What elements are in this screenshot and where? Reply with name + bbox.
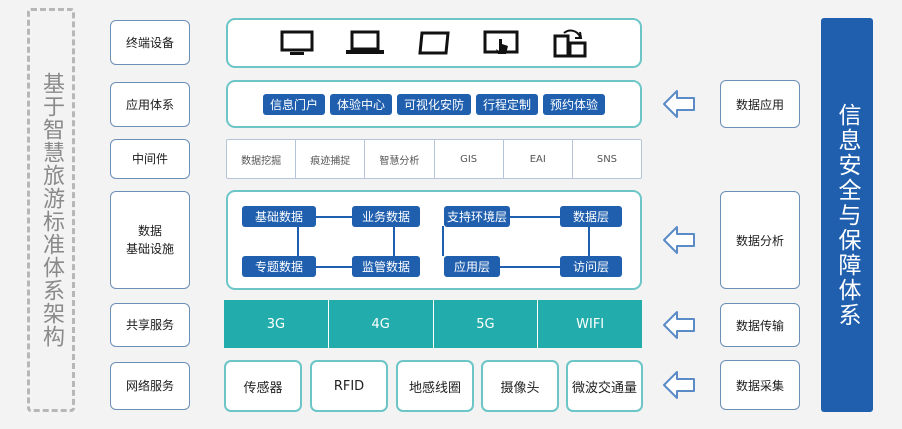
security-bar: 信息安全与保障体系 (821, 18, 873, 412)
node-support-env-layer: 支持环境层 (444, 206, 510, 227)
applications-row: 信息门户 体验中心 可视化安防 行程定制 预约体验 (226, 80, 642, 128)
sharing-item: 5G (434, 300, 539, 348)
category-data-infra-line2: 基础设施 (125, 242, 174, 256)
tablet-icon (417, 30, 451, 56)
connector-line (510, 216, 560, 218)
left-arrow-icon (662, 89, 696, 119)
node-access-layer: 访问层 (560, 256, 622, 277)
phone-rotate-icon (552, 28, 588, 58)
middleware-item: 痕迹捕捉 (296, 140, 366, 178)
function-data-transfer: 数据传输 (720, 303, 800, 347)
connector-line (588, 226, 590, 256)
monitor-icon (280, 30, 314, 56)
left-arrow-icon (662, 310, 696, 340)
sharing-item: 4G (329, 300, 434, 348)
category-data-infrastructure: 数据 基础设施 (110, 191, 190, 289)
architecture-title: 基于智慧旅游标准体系架构 (39, 72, 64, 348)
app-visual-security: 可视化安防 (396, 93, 471, 115)
middleware-item: SNS (596, 153, 618, 165)
category-middleware: 中间件 (110, 139, 190, 179)
connector-line (393, 226, 395, 256)
category-terminal: 终端设备 (110, 20, 190, 65)
middleware-item: 智慧分析 (365, 140, 435, 178)
category-application: 应用体系 (110, 82, 190, 127)
node-data-layer: 数据层 (560, 206, 622, 227)
network-item-ground-coil: 地感线圈 (396, 360, 474, 412)
data-infrastructure-row: 基础数据 业务数据 专题数据 监管数据 支持环境层 数据层 应用层 访问层 (226, 190, 642, 290)
middleware-item: 数据挖掘 (227, 140, 297, 178)
function-data-application: 数据应用 (720, 80, 800, 128)
touch-screen-icon (483, 29, 521, 57)
network-item-microwave: 微波交通量 (566, 360, 643, 412)
connector-line (316, 216, 352, 218)
network-item-sensor: 传感器 (224, 360, 302, 412)
connector-line (316, 266, 352, 268)
function-data-analysis: 数据分析 (720, 191, 800, 289)
sharing-bar: 3G 4G 5G WIFI (224, 300, 642, 348)
left-arrow-icon (662, 370, 696, 400)
node-basic-data: 基础数据 (242, 206, 316, 227)
security-title: 信息安全与保障体系 (834, 102, 860, 328)
left-title-frame: 基于智慧旅游标准体系架构 (27, 8, 75, 412)
middleware-item: GIS (435, 140, 504, 178)
connector-line (500, 266, 560, 268)
app-experience-center: 体验中心 (329, 93, 392, 115)
node-business-data: 业务数据 (352, 206, 420, 227)
left-arrow-icon (662, 225, 696, 255)
network-item-camera: 摄像头 (481, 360, 559, 412)
category-data-infra-line1: 数据 (137, 224, 162, 238)
network-item-rfid: RFID (310, 360, 388, 412)
devices-row (226, 18, 642, 68)
category-network: 网络服务 (110, 362, 190, 410)
category-sharing: 共享服务 (110, 303, 190, 347)
connector-line (297, 226, 299, 256)
middleware-item: EAI (504, 140, 573, 178)
app-reservation: 预约体验 (543, 93, 606, 115)
function-data-collection: 数据采集 (720, 360, 800, 410)
app-info-portal: 信息门户 (262, 93, 325, 115)
node-app-layer: 应用层 (444, 256, 500, 277)
sharing-item: 3G (224, 300, 329, 348)
node-supervision-data: 监管数据 (352, 256, 420, 277)
app-itinerary: 行程定制 (476, 93, 539, 115)
middleware-row: 数据挖掘 痕迹捕捉 智慧分析 GIS EAI SNS (226, 139, 642, 179)
connector-line (442, 226, 444, 256)
node-special-data: 专题数据 (242, 256, 316, 277)
laptop-icon (345, 30, 385, 56)
sharing-item: WIFI (576, 316, 605, 332)
